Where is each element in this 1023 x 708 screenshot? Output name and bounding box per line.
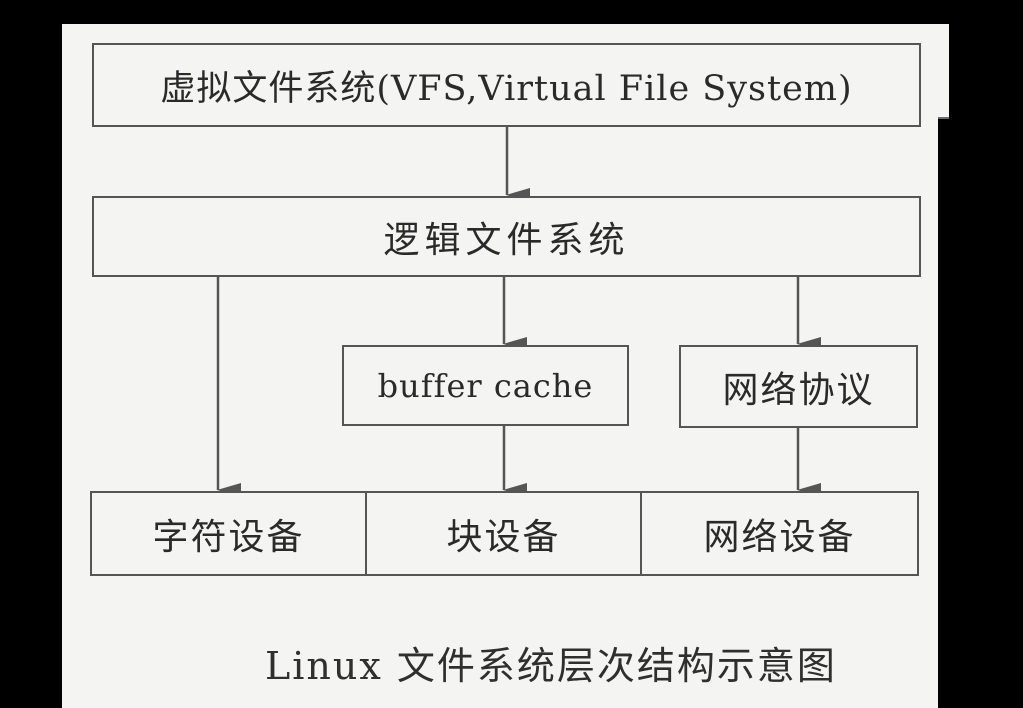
logical-fs-box: 逻辑文件系统	[92, 196, 921, 277]
block-device-label: 块设备	[446, 516, 561, 558]
buffer-cache-label: buffer cache	[377, 366, 594, 405]
vfs-box: 虚拟文件系统(VFS,Virtual File System)	[92, 43, 921, 127]
network-protocol-label: 网络协议	[722, 369, 875, 411]
block-device-box: 块设备	[365, 491, 642, 576]
paper-edge	[938, 24, 949, 118]
network-protocol-box: 网络协议	[679, 345, 918, 428]
network-device-box: 网络设备	[640, 491, 919, 576]
buffer-cache-box: buffer cache	[342, 345, 629, 426]
logical-fs-label: 逻辑文件系统	[383, 219, 630, 261]
edge-line	[938, 117, 949, 119]
vfs-label: 虚拟文件系统(VFS,Virtual File System)	[160, 68, 853, 109]
char-device-box: 字符设备	[90, 491, 367, 576]
network-device-label: 网络设备	[703, 516, 856, 558]
char-device-label: 字符设备	[152, 516, 305, 558]
diagram-caption: Linux 文件系统层次结构示意图	[265, 644, 837, 688]
